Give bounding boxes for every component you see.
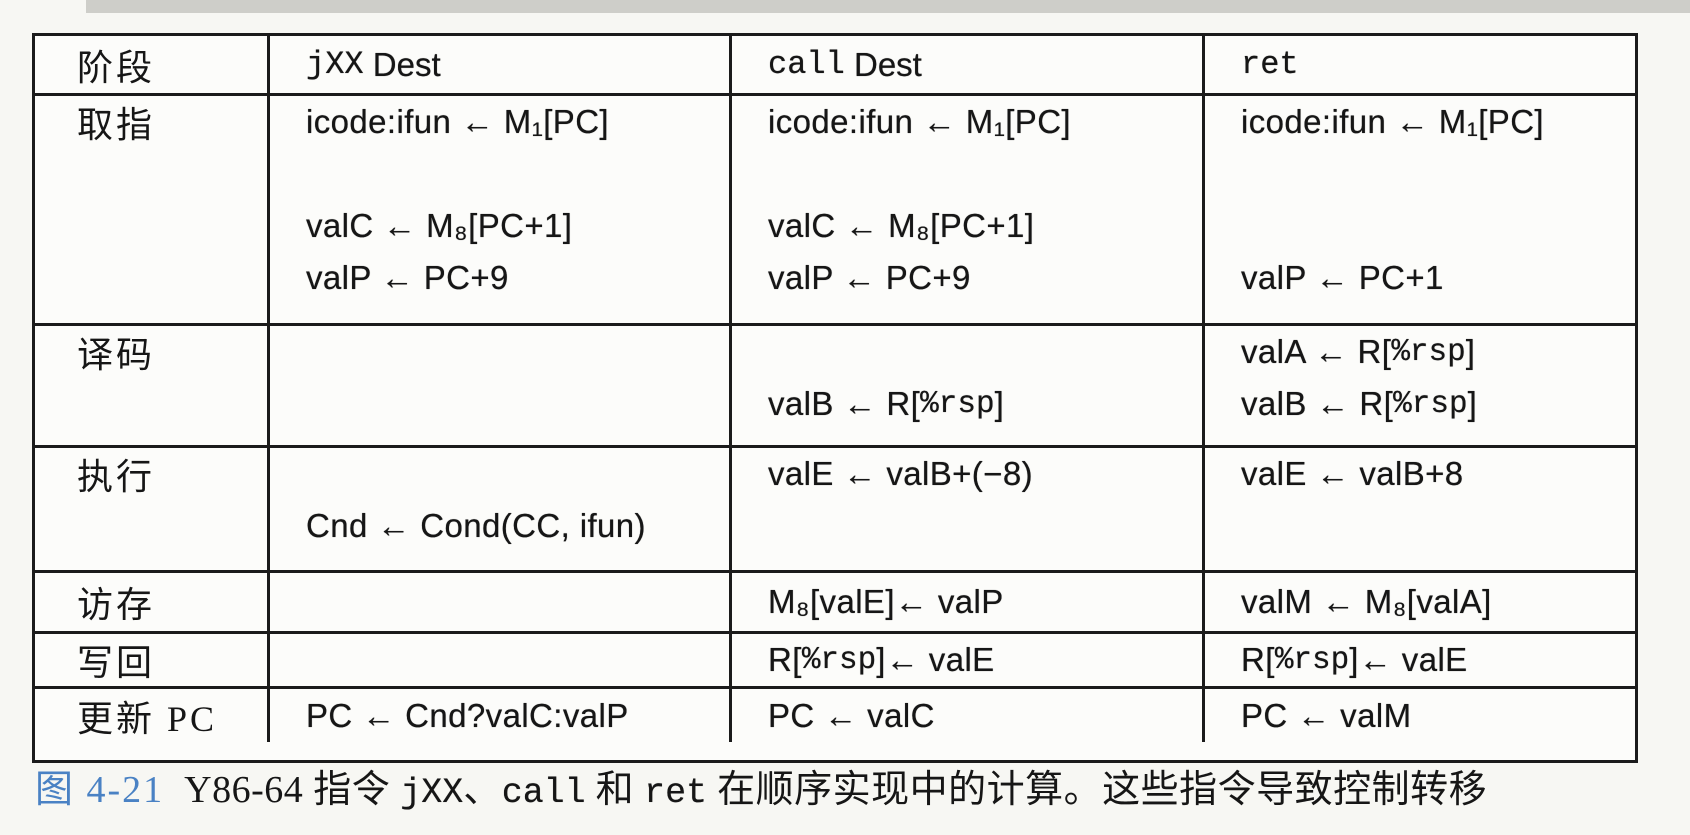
figure-caption: 图 4-21 Y86-64 指令 jXX、call 和 ret 在顺序实现中的计…: [35, 766, 1685, 818]
formula-line: PC ← valM: [1241, 696, 1412, 734]
formula-line: [270, 634, 729, 686]
table-row-execute: 执行 Cnd ← Cond(CC, ifun) valE ← valB+(−8)…: [35, 445, 1635, 570]
formula-line: [270, 573, 729, 631]
stage-cell-fetch: 取指: [35, 96, 267, 323]
update-pc-jxx-cell: PC ← Cnd?valC:valP: [267, 689, 729, 742]
caption-text-segment: 在顺序实现中的计算。这些指令导致控制转移: [707, 769, 1488, 811]
stage-cell-update-pc: 更新 PC: [35, 689, 267, 742]
stage-label-decode: 译码: [77, 335, 156, 375]
formula-line: valC ← M₈[PC+1]: [768, 207, 1035, 244]
writeback-jxx-cell: [267, 634, 729, 686]
formula-line: valC ← M₈[PC+1]: [306, 207, 573, 244]
table-row-writeback: 写回 R[%rsp]← valE R[%rsp]← valE: [35, 631, 1635, 686]
stage-label-memory: 访存: [77, 585, 156, 625]
jxx-code-label: jXX: [306, 46, 364, 83]
formula-line: icode:ifun ← M₁[PC]: [306, 103, 610, 140]
formula-line: R[%rsp]← valE: [1241, 641, 1468, 678]
decode-call-cell: valB ← R[%rsp]: [729, 326, 1202, 445]
stage-label-execute: 执行: [77, 457, 156, 497]
formula-line: [1205, 500, 1635, 552]
table-row-fetch: 取指 icode:ifun ← M₁[PC] valC ← M₈[PC+1] v…: [35, 93, 1635, 323]
formula-line: valB ← R[%rsp]: [1241, 385, 1478, 422]
formula-line: [732, 326, 1202, 378]
table-header-row: 阶段 jXX Dest call Dest ret: [35, 36, 1635, 93]
writeback-ret-cell: R[%rsp]← valE: [1202, 634, 1635, 686]
caption-text-segment: ret: [644, 774, 708, 813]
formula-line: [270, 378, 729, 430]
formula-line: valE ← valB+8: [1241, 455, 1464, 492]
caption-text-segment: jXX: [400, 774, 464, 813]
formula-line: Cnd ← Cond(CC, ifun): [306, 507, 646, 544]
caption-text-segment: call: [501, 774, 586, 813]
ret-code-label: ret: [1241, 46, 1299, 83]
call-code-label: call: [768, 46, 845, 83]
decode-ret-cell: valA ← R[%rsp] valB ← R[%rsp]: [1202, 326, 1635, 445]
formula-line: valA ← R[%rsp]: [1241, 333, 1476, 370]
stage-label-update-pc: 更新 PC: [77, 698, 218, 739]
formula-line: valP ← PC+9: [306, 259, 509, 296]
col-header-jxx: jXX Dest: [267, 36, 729, 93]
stage-header-label: 阶段: [77, 47, 156, 88]
formula-line: [1205, 200, 1635, 252]
formula-line: icode:ifun ← M₁[PC]: [1241, 103, 1545, 140]
stage-label-writeback: 写回: [77, 643, 156, 683]
col-header-call: call Dest: [729, 36, 1202, 93]
caption-text-segment: 、: [463, 769, 502, 811]
fetch-jxx-cell: icode:ifun ← M₁[PC] valC ← M₈[PC+1] valP…: [267, 96, 729, 323]
table-row-memory: 访存 M₈[valE]← valP valM ← M₈[valA]: [35, 570, 1635, 631]
formula-line: M₈[valE]← valP: [768, 583, 1004, 620]
memory-jxx-cell: [267, 573, 729, 631]
figure-number: 图 4-21: [35, 769, 165, 811]
sequential-stages-table: 阶段 jXX Dest call Dest ret 取指 icode:ifun …: [32, 33, 1638, 763]
formula-line: valP ← PC+9: [768, 259, 971, 296]
formula-line: valB ← R[%rsp]: [768, 385, 1005, 422]
stage-cell-writeback: 写回: [35, 634, 267, 686]
formula-line: PC ← valC: [768, 696, 935, 734]
formula-line: valP ← PC+1: [1241, 259, 1444, 296]
decode-jxx-cell: [267, 326, 729, 445]
formula-line: valM ← M₈[valA]: [1241, 583, 1492, 620]
stage-label-fetch: 取指: [77, 105, 156, 145]
execute-call-cell: valE ← valB+(−8): [729, 448, 1202, 570]
formula-line: valE ← valB+(−8): [768, 455, 1034, 492]
fetch-call-cell: icode:ifun ← M₁[PC] valC ← M₈[PC+1] valP…: [729, 96, 1202, 323]
formula-line: icode:ifun ← M₁[PC]: [768, 103, 1072, 140]
formula-line: [1205, 148, 1635, 200]
memory-call-cell: M₈[valE]← valP: [729, 573, 1202, 631]
stage-cell-execute: 执行: [35, 448, 267, 570]
execute-ret-cell: valE ← valB+8: [1202, 448, 1635, 570]
formula-line: [270, 326, 729, 378]
caption-text-segment: Y86-64 指令: [164, 769, 401, 811]
memory-ret-cell: valM ← M₈[valA]: [1202, 573, 1635, 631]
col-header-ret: ret: [1202, 36, 1635, 93]
execute-jxx-cell: Cnd ← Cond(CC, ifun): [267, 448, 729, 570]
fetch-ret-cell: icode:ifun ← M₁[PC] valP ← PC+1: [1202, 96, 1635, 323]
writeback-call-cell: R[%rsp]← valE: [729, 634, 1202, 686]
stage-cell-decode: 译码: [35, 326, 267, 445]
jxx-operand-label: Dest: [363, 45, 441, 83]
caption-text-segment: 和: [585, 769, 645, 811]
table-row-decode: 译码 valB ← R[%rsp] valA ← R[%rsp] valB ← …: [35, 323, 1635, 445]
formula-line: PC ← Cnd?valC:valP: [306, 696, 629, 734]
col-header-stage: 阶段: [35, 36, 267, 93]
stage-cell-memory: 访存: [35, 573, 267, 631]
scan-artifact-band: [86, 0, 1690, 13]
formula-line: [732, 500, 1202, 552]
formula-line: [270, 448, 729, 500]
formula-line: [732, 148, 1202, 200]
table-row-update-pc: 更新 PC PC ← Cnd?valC:valP PC ← valC PC ← …: [35, 686, 1635, 742]
update-pc-ret-cell: PC ← valM: [1202, 689, 1635, 742]
update-pc-call-cell: PC ← valC: [729, 689, 1202, 742]
call-operand-label: Dest: [844, 45, 922, 83]
formula-line: [270, 148, 729, 200]
formula-line: R[%rsp]← valE: [768, 641, 995, 678]
